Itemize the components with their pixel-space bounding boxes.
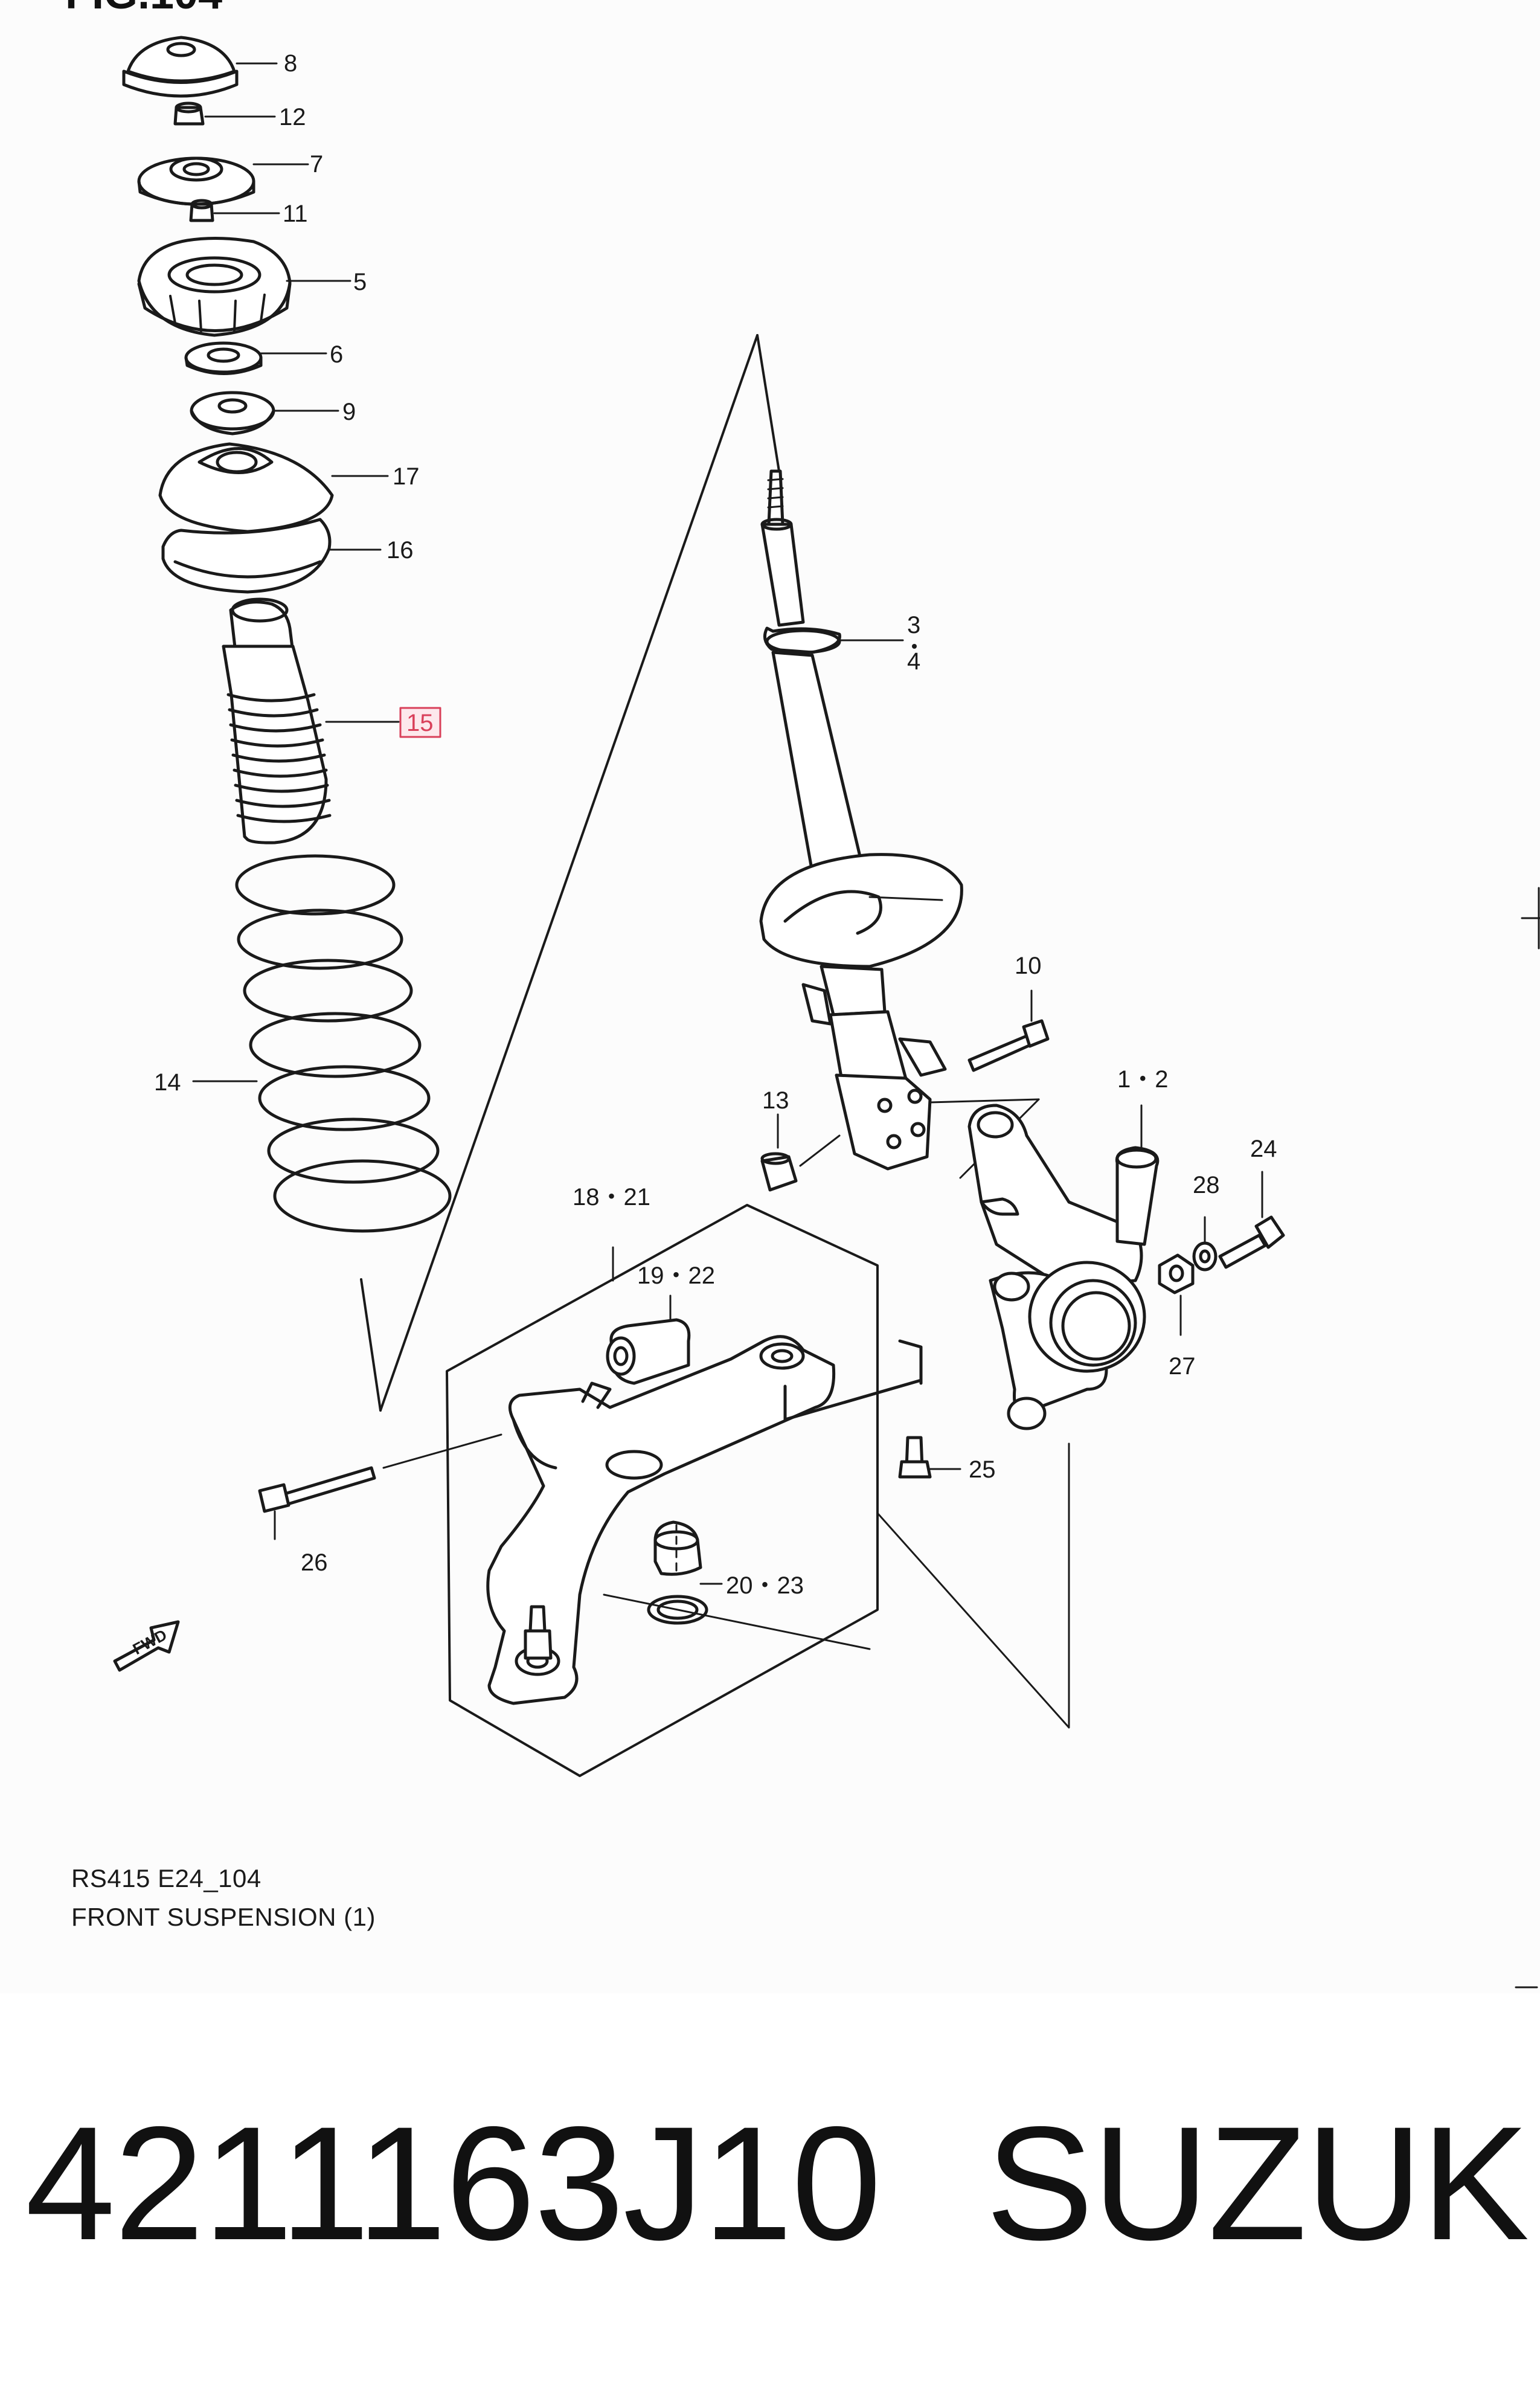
lower-arm [486, 1335, 923, 1705]
fwd-arrow-icon: FWD [113, 1620, 180, 1672]
part-5-bearing-seat [137, 236, 351, 337]
callout-18-21: 18・21 [573, 1184, 650, 1210]
callout-26: 26 [301, 1549, 328, 1576]
part-18-21-lower-arm-box [446, 1204, 879, 1777]
diagram-caption: FRONT SUSPENSION (1) [71, 1903, 376, 1931]
exploded-guide-lines [360, 334, 780, 1412]
part-28-washer [1192, 1216, 1218, 1272]
figure-title: FIG.104 [65, 0, 222, 18]
part-6-washer [184, 341, 327, 375]
part-14-coil-spring [192, 854, 452, 1233]
footer [0, 1993, 1540, 2392]
diagram-code: RS415 E24_104 [71, 1864, 261, 1892]
part-3-4-strut-assembly [759, 469, 963, 1171]
part-15-bump-stopper [222, 597, 400, 844]
part-13-nut [760, 1113, 841, 1192]
callout-14: 14 [154, 1069, 181, 1096]
callout-4: 4 [907, 648, 920, 675]
part-7-mount [137, 156, 309, 206]
exploded-parts-diagram: FIG.104 [65, 0, 1540, 1989]
callout-9: 9 [342, 399, 356, 425]
part-25-bolt [898, 1436, 961, 1479]
callout-5: 5 [353, 269, 367, 295]
part-19-22-bushing [581, 1294, 691, 1409]
callout-7: 7 [310, 151, 323, 178]
part-20-23-ball-joint-boot [647, 1520, 723, 1625]
part-15-highlight [399, 707, 441, 738]
edge-marks [1515, 887, 1540, 1989]
callout-3: 3 [907, 612, 920, 638]
part-26-bolt [258, 1433, 502, 1540]
callout-6: 6 [330, 341, 343, 368]
callout-labels: 8 12 7 11 5 6 9 17 16 15 14 3 4 10 13 1・… [154, 50, 1277, 1599]
callout-20-23: 20・23 [726, 1572, 804, 1599]
callout-1-2: 1・2 [1117, 1066, 1169, 1093]
callout-16: 16 [387, 537, 414, 564]
callout-11: 11 [283, 201, 308, 227]
part-10-bolt [967, 989, 1050, 1072]
callout-17: 17 [393, 463, 420, 490]
part-24-bolt [1218, 1171, 1285, 1269]
part-number: 4211163J10 [25, 2092, 882, 2274]
part-1-2-steering-knuckle [967, 1104, 1160, 1430]
callout-3-4-dot [912, 644, 917, 649]
diagram-panel [0, 0, 1540, 1993]
callout-19-22: 19・22 [637, 1262, 715, 1289]
callout-27: 27 [1169, 1353, 1196, 1380]
callout-15: 15 [406, 710, 434, 736]
callout-28: 28 [1193, 1172, 1220, 1198]
part-16-insulator [161, 518, 382, 594]
part-8-cap [122, 36, 278, 98]
callout-12: 12 [279, 104, 306, 130]
arm-knuckle-guide [603, 1442, 1070, 1729]
part-12-nut [173, 101, 276, 126]
callout-25: 25 [969, 1456, 996, 1483]
callout-24: 24 [1250, 1136, 1277, 1162]
callout-13: 13 [762, 1087, 789, 1114]
callout-10: 10 [1015, 953, 1042, 979]
part-11-nut [189, 199, 280, 222]
callout-8: 8 [284, 50, 297, 77]
part-27-nut [1158, 1253, 1195, 1336]
part-9-seat [190, 391, 339, 436]
brand-name: SUZUKI [986, 2092, 1540, 2274]
part-17-insulator [158, 442, 389, 533]
